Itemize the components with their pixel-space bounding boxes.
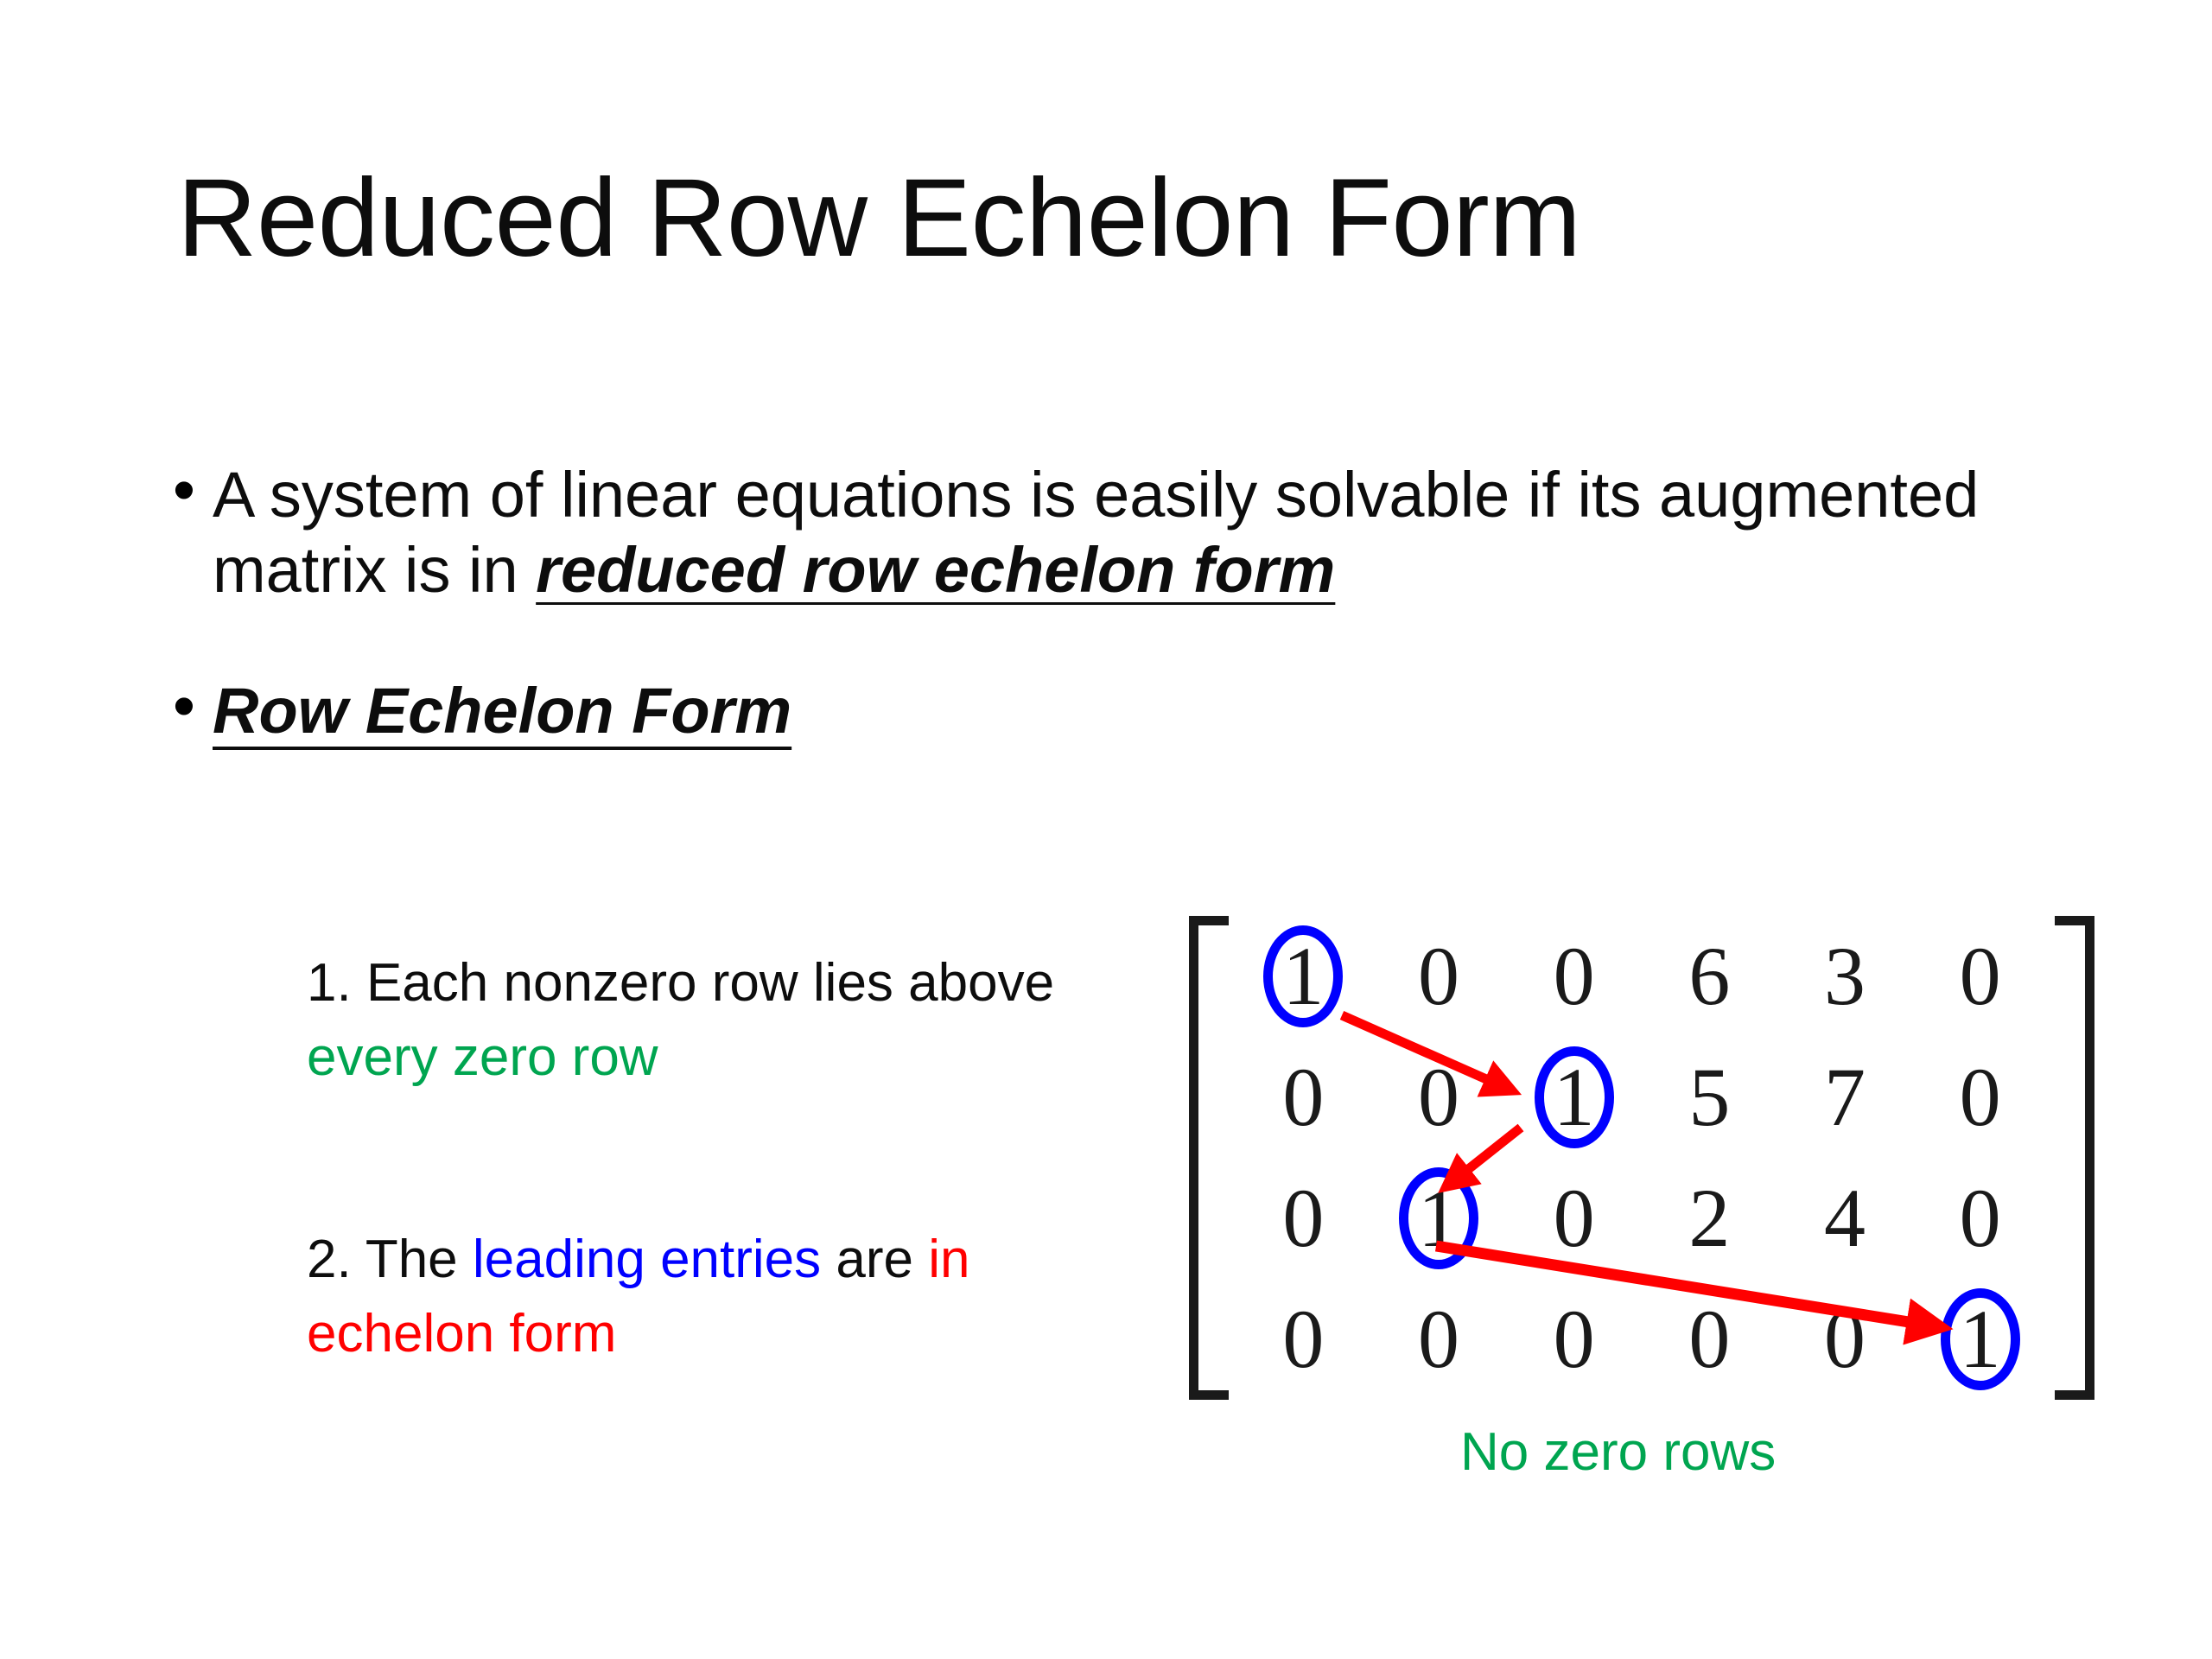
bullet-item-2: • Row Echelon Form: [173, 674, 1382, 749]
matrix-value: 0: [1417, 930, 1459, 1022]
matrix-value: 0: [1823, 1293, 1866, 1385]
matrix-cell-r3c4: 2: [1642, 1158, 1777, 1279]
matrix-value: 1: [1959, 1293, 2001, 1385]
bullet-1-plain: A system of linear equations is easily s…: [213, 459, 1980, 606]
matrix-value: 0: [1553, 1172, 1595, 1264]
matrix-value: 1: [1417, 1172, 1459, 1264]
matrix-value: 0: [1688, 1293, 1731, 1385]
matrix-value: 3: [1823, 930, 1866, 1022]
note-2-text-b: are: [821, 1230, 929, 1289]
matrix-cell-r4c6: 1: [1912, 1279, 2048, 1400]
matrix-value: 0: [1282, 1172, 1325, 1264]
matrix-value: 0: [1553, 1293, 1595, 1385]
matrix-figure: 1 0 0 6 3 0 0 0 1 5 7 0 0 1 0 2 4 0 0 0 …: [1175, 916, 2108, 1400]
matrix-cell-r3c6: 0: [1912, 1158, 2048, 1279]
note-1-text-a: Each nonzero row lies above: [351, 953, 1055, 1013]
matrix-cell-r3c3: 0: [1506, 1158, 1642, 1279]
matrix-value: 0: [1959, 1051, 2001, 1143]
matrix-cell-r4c2: 0: [1371, 1279, 1507, 1400]
matrix-value: 6: [1688, 930, 1731, 1022]
matrix-value: 1: [1282, 930, 1325, 1022]
matrix-caption: No zero rows: [1460, 1422, 1777, 1482]
numbered-note-1: 1. Each nonzero row lies above every zer…: [307, 946, 1084, 1094]
matrix-cell-r1c4: 6: [1642, 916, 1777, 1037]
note-2-text-a: The: [351, 1230, 473, 1289]
matrix-cell-r2c6: 0: [1912, 1037, 2048, 1158]
matrix-value: 1: [1553, 1051, 1595, 1143]
bullet-item-1: • A system of linear equations is easily…: [173, 458, 2117, 607]
page-title: Reduced Row Echelon Form: [177, 156, 1581, 280]
note-1-highlight: every zero row: [307, 1027, 658, 1087]
matrix-value: 0: [1282, 1051, 1325, 1143]
matrix-cell-r4c1: 0: [1236, 1279, 1371, 1400]
matrix-cell-r4c5: 0: [1777, 1279, 1913, 1400]
matrix-cell-r1c3: 0: [1506, 916, 1642, 1037]
matrix-cell-r3c2: 1: [1371, 1158, 1507, 1279]
bullet-item-2-text: Row Echelon Form: [213, 674, 791, 749]
matrix-value: 2: [1688, 1172, 1731, 1264]
matrix-value: 7: [1823, 1051, 1866, 1143]
note-2-number: 2.: [307, 1230, 352, 1289]
matrix-cell-r2c2: 0: [1371, 1037, 1507, 1158]
matrix-value: 5: [1688, 1051, 1731, 1143]
matrix-cell-r1c1: 1: [1236, 916, 1371, 1037]
matrix-cell-r1c5: 3: [1777, 916, 1913, 1037]
matrix-cell-r3c5: 4: [1777, 1158, 1913, 1279]
matrix-grid: 1 0 0 6 3 0 0 0 1 5 7 0 0 1 0 2 4 0 0 0 …: [1236, 916, 2048, 1400]
pivot-circle-icon: [1263, 925, 1344, 1027]
matrix-cell-r2c1: 0: [1236, 1037, 1371, 1158]
matrix-value: 4: [1823, 1172, 1866, 1264]
note-2-highlight-leading-entries: leading entries: [472, 1230, 822, 1289]
matrix-value: 0: [1417, 1293, 1459, 1385]
matrix-cell-r4c3: 0: [1506, 1279, 1642, 1400]
matrix-cell-r2c5: 7: [1777, 1037, 1913, 1158]
bullet-item-1-text: A system of linear equations is easily s…: [213, 458, 2044, 607]
matrix-left-bracket: [1189, 916, 1229, 1400]
matrix-cell-r4c4: 0: [1642, 1279, 1777, 1400]
matrix-value: 0: [1417, 1051, 1459, 1143]
numbered-note-2: 2. The leading entries are in echelon fo…: [307, 1223, 1084, 1370]
matrix-cell-r2c3: 1: [1506, 1037, 1642, 1158]
pivot-circle-icon: [1534, 1046, 1614, 1148]
matrix-value: 0: [1553, 930, 1595, 1022]
note-2-highlight-echelon-form: in echelon form: [307, 1230, 970, 1363]
matrix-right-bracket: [2055, 916, 2094, 1400]
matrix-cell-r1c2: 0: [1371, 916, 1507, 1037]
matrix-value: 0: [1959, 1172, 2001, 1264]
note-1-number: 1.: [307, 953, 352, 1013]
matrix-value: 0: [1959, 930, 2001, 1022]
matrix-cell-r1c6: 0: [1912, 916, 2048, 1037]
matrix-cell-r3c1: 0: [1236, 1158, 1371, 1279]
bullet-1-emphasis: reduced row echelon form: [536, 533, 1336, 606]
bullet-2-emphasis: Row Echelon Form: [213, 675, 792, 747]
matrix-cell-r2c4: 5: [1642, 1037, 1777, 1158]
matrix-value: 0: [1282, 1293, 1325, 1385]
bullet-marker-icon: •: [173, 454, 195, 525]
bullet-marker-icon: •: [173, 670, 195, 741]
